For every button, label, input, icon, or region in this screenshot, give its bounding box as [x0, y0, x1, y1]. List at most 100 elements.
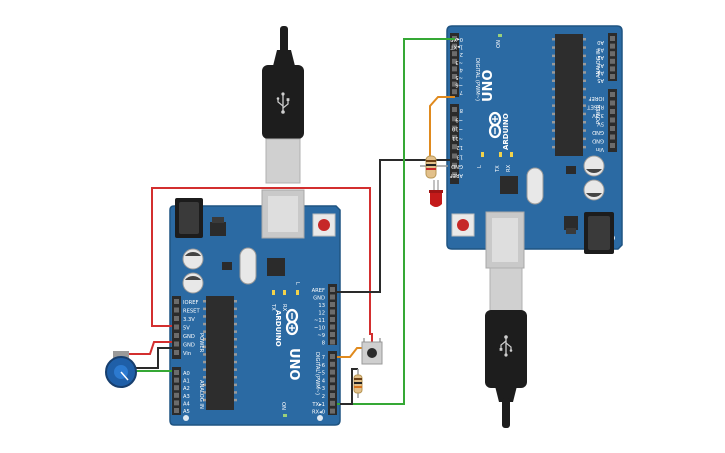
header-pin[interactable]	[330, 324, 335, 330]
power-jack-inner	[179, 202, 199, 234]
pushbutton[interactable]	[361, 338, 383, 365]
header-pin[interactable]	[330, 332, 335, 337]
analog-header[interactable]	[172, 367, 181, 415]
analog-header[interactable]	[608, 33, 617, 81]
power-analog-pins[interactable]	[174, 299, 179, 413]
header-pin[interactable]	[174, 408, 179, 413]
header-pin[interactable]	[174, 333, 179, 338]
wire-black-pot-gnd[interactable]	[121, 347, 172, 369]
header-pin[interactable]	[610, 36, 615, 41]
header-pin[interactable]	[330, 339, 335, 345]
header-pin[interactable]	[452, 162, 457, 168]
header-pin[interactable]	[174, 392, 179, 398]
header-pin[interactable]	[330, 294, 335, 300]
header-pin[interactable]	[452, 107, 457, 112]
header-pin[interactable]	[330, 309, 335, 315]
digital-header-bottom[interactable]	[328, 351, 337, 415]
header-pin[interactable]	[610, 109, 615, 114]
chip-leg	[552, 71, 555, 74]
chip-leg	[583, 62, 586, 66]
chip-leg	[583, 112, 586, 116]
header-pin[interactable]	[330, 354, 335, 359]
header-pin[interactable]	[174, 341, 179, 347]
pin-label: ~5	[455, 74, 463, 80]
header-pin[interactable]	[452, 58, 457, 64]
header-pin[interactable]	[330, 400, 335, 406]
header-pin[interactable]	[174, 316, 179, 321]
header-pin[interactable]	[330, 302, 335, 307]
pin-label: 3.3V	[183, 317, 195, 323]
header-pin[interactable]	[330, 377, 335, 383]
header-pin[interactable]	[330, 287, 335, 292]
header-pin[interactable]	[330, 361, 335, 367]
wire-orange-pin9[interactable]	[429, 96, 455, 158]
usb-cable-1[interactable]	[262, 26, 304, 184]
digital-header-bottom[interactable]	[450, 33, 459, 97]
header-pin[interactable]	[610, 92, 615, 97]
header-pin[interactable]	[610, 58, 615, 64]
pin-label: ~6	[455, 82, 463, 88]
pushbutton-cap[interactable]	[367, 348, 377, 358]
header-pin[interactable]	[174, 400, 179, 406]
resistor-led[interactable]	[420, 155, 448, 179]
header-pin[interactable]	[452, 43, 457, 49]
wire-green-serial[interactable]	[337, 38, 455, 405]
chip-leg	[234, 398, 237, 402]
header-pin[interactable]	[452, 74, 457, 79]
header-pin[interactable]	[452, 66, 457, 72]
header-pin[interactable]	[452, 134, 457, 140]
power-analog-pins[interactable]	[610, 36, 615, 148]
header-pin[interactable]	[174, 324, 179, 330]
wire-black-resistor-gnd[interactable]	[340, 368, 358, 405]
header-pin[interactable]	[174, 307, 179, 313]
digital-pins[interactable]	[330, 287, 335, 414]
header-pin[interactable]	[330, 393, 335, 398]
header-pin[interactable]	[610, 134, 615, 140]
reset-button-cap[interactable]	[318, 219, 330, 231]
on-label: ON	[496, 40, 502, 48]
header-pin[interactable]	[174, 299, 179, 304]
header-pin[interactable]	[610, 74, 615, 79]
header-pin[interactable]	[452, 144, 457, 150]
digital-header-top[interactable]	[450, 104, 459, 184]
header-pin[interactable]	[610, 43, 615, 49]
header-pin[interactable]	[330, 317, 335, 322]
led-rim	[429, 190, 443, 193]
wire-red-5v-button[interactable]	[151, 187, 373, 343]
chip-leg	[203, 330, 206, 333]
header-pin[interactable]	[452, 89, 457, 95]
header-pin[interactable]	[452, 172, 457, 178]
wire-orange-pin7[interactable]	[337, 347, 364, 358]
header-pin[interactable]	[452, 51, 457, 57]
reset-button-cap[interactable]	[457, 219, 469, 231]
usb-cable-2[interactable]	[485, 267, 527, 428]
chip-leg	[552, 129, 555, 132]
header-pin[interactable]	[174, 377, 179, 383]
pin-label: A4	[183, 401, 191, 407]
pin-label: A0	[183, 371, 190, 377]
header-pin[interactable]	[610, 117, 615, 123]
header-pin[interactable]	[610, 143, 615, 148]
header-pin[interactable]	[174, 385, 179, 391]
header-pin[interactable]	[452, 81, 457, 87]
header-pin[interactable]	[452, 116, 457, 122]
header-pin[interactable]	[610, 100, 615, 106]
led[interactable]	[429, 180, 443, 207]
header-pin[interactable]	[330, 385, 335, 391]
pin-label: AREF	[450, 172, 463, 178]
header-pin[interactable]	[452, 153, 457, 159]
header-pin[interactable]	[330, 369, 335, 375]
wire-black-gnd-link[interactable]	[337, 159, 455, 293]
wire-red-pot[interactable]	[121, 341, 172, 355]
header-pin[interactable]	[174, 350, 179, 355]
potentiometer[interactable]	[105, 351, 137, 388]
resistor-button[interactable]	[353, 369, 363, 398]
header-pin[interactable]	[610, 51, 615, 57]
header-pin[interactable]	[610, 66, 615, 72]
header-pin[interactable]	[174, 370, 179, 375]
header-pin[interactable]	[330, 408, 335, 414]
header-pin[interactable]	[610, 126, 615, 131]
header-pin[interactable]	[452, 125, 457, 131]
arduino-uno-board-1[interactable]: TX RX L ARDUINO UNO ON AREFGND1312~11~10…	[169, 189, 341, 426]
